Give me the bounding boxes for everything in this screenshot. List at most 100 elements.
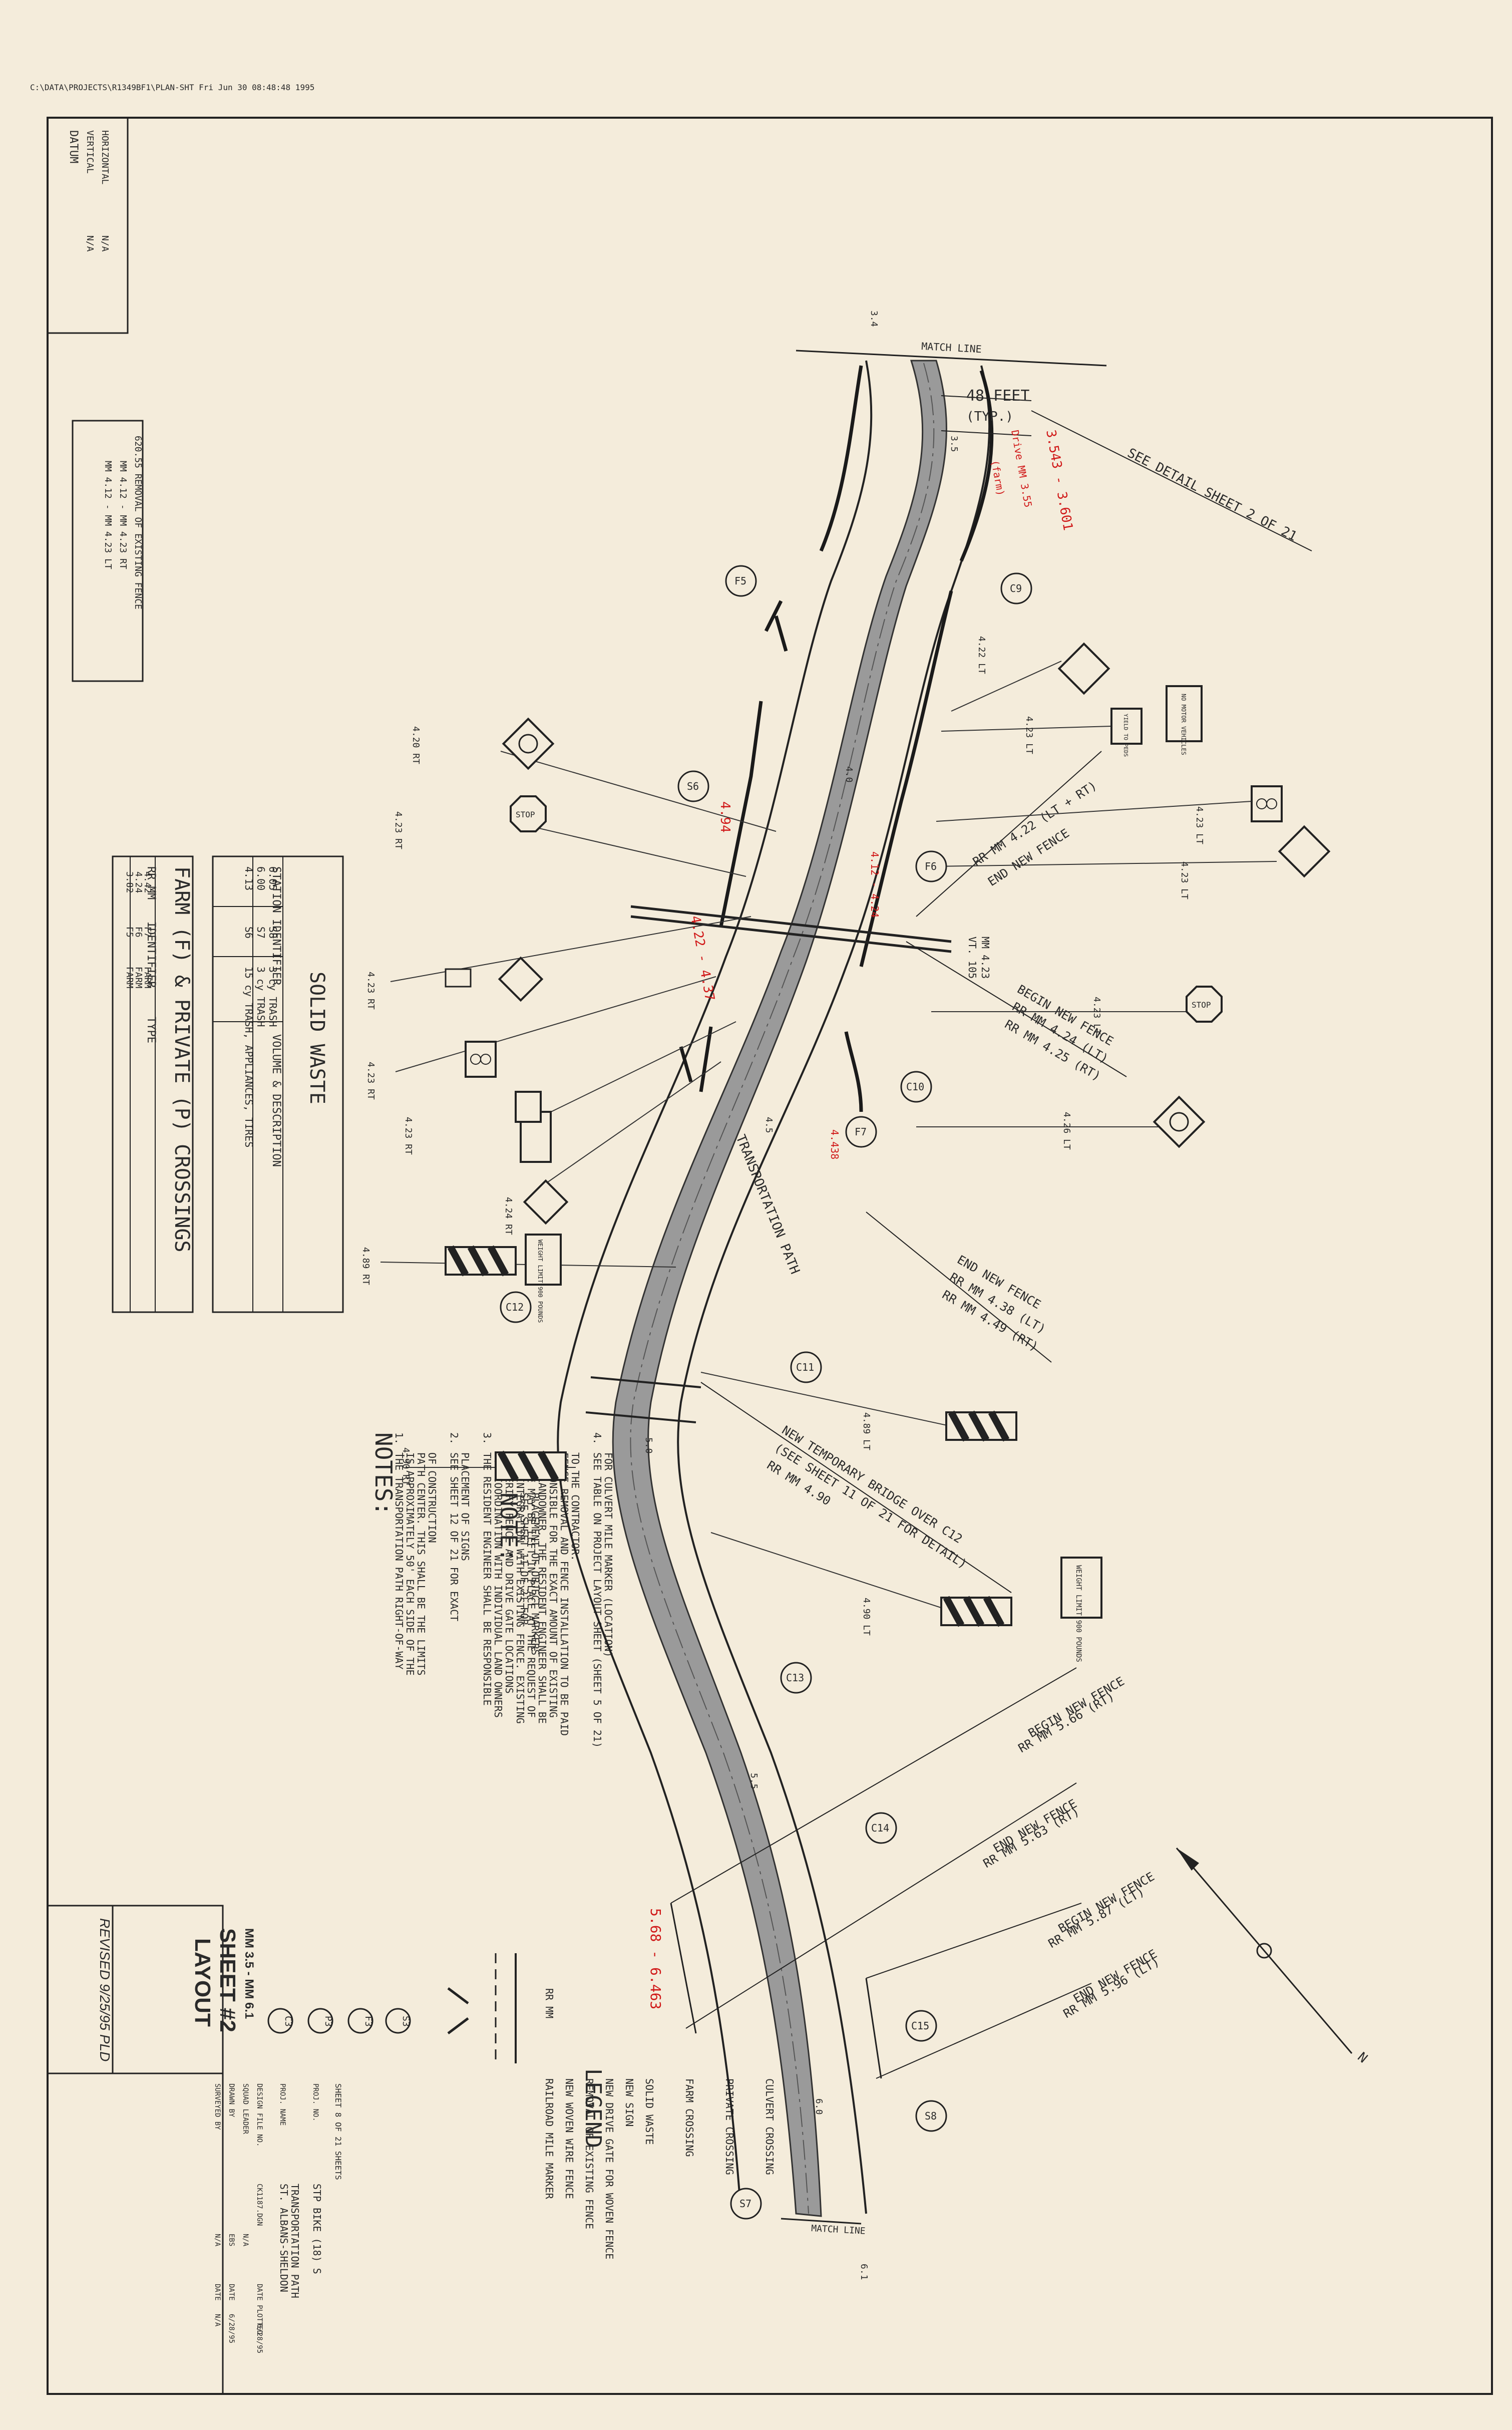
svg-text:3 cy TRASH: 3 cy TRASH: [267, 967, 279, 1027]
datum-box: DATUM VERTICAL N/A HORIZONTAL N/A: [47, 117, 129, 334]
svg-text:IDENTIFIER: IDENTIFIER: [145, 922, 157, 988]
diamond-sign: [1057, 642, 1110, 695]
svg-text:4.: 4.: [591, 1432, 603, 1444]
svg-text:3.5: 3.5: [949, 436, 959, 452]
svg-text:RAILROAD MILE MARKER: RAILROAD MILE MARKER: [543, 2078, 555, 2200]
svg-text:THE RESIDENT ENGINEER SHALL BE: THE RESIDENT ENGINEER SHALL BE RESPONSIB…: [481, 1452, 493, 1706]
diamond-sign: [502, 717, 555, 770]
svg-text:CULVERT CROSSING: CULVERT CROSSING: [764, 2078, 776, 2175]
signs: STOP STOP NO MOTOR VEHICLES YIELD TO PED…: [445, 642, 1331, 1662]
svg-text:WEIGHT LIMIT 900 POUNDS: WEIGHT LIMIT 900 POUNDS: [537, 1240, 544, 1323]
svg-text:STOP: STOP: [1192, 1000, 1211, 1010]
svg-text:3.4: 3.4: [869, 311, 879, 327]
fence-removal-box: 620.55 REMOVAL OF EXISTING FENCE MM 4.12…: [72, 420, 144, 682]
north-arrow: N: [1176, 1848, 1370, 2066]
svg-text:RESPONSIBLE FOR THE EXACT AMOU: RESPONSIBLE FOR THE EXACT AMOUNT OF EXIS…: [547, 1452, 559, 1718]
svg-text:WEIGHT LIMIT 900 POUNDS: WEIGHT LIMIT 900 POUNDS: [1074, 1565, 1082, 1662]
svg-text:F7: F7: [855, 1126, 867, 1138]
svg-text:N/A: N/A: [241, 2234, 249, 2247]
svg-text:F7: F7: [142, 927, 153, 938]
small-rect-sign: [445, 968, 472, 988]
svg-text:FOR COORDINATION WITH INDIVIDU: FOR COORDINATION WITH INDIVIDUAL LAND OW…: [492, 1452, 504, 1718]
svg-text:F5: F5: [734, 575, 746, 587]
svg-text:SEE SHEET 12 OF 21 FOR EXACT: SEE SHEET 12 OF 21 FOR EXACT: [448, 1452, 460, 1621]
match-line-bottom: [781, 2218, 862, 2225]
marker-s7: S7: [730, 2188, 762, 2220]
diamond-sign: [498, 956, 544, 1002]
svg-text:DATE: DATE: [213, 2284, 221, 2301]
svg-text:N/A: N/A: [100, 235, 110, 252]
svg-text:EBS: EBS: [227, 2234, 235, 2246]
svg-text:NEW DRIVE GATE FOR WOVEN FENCE: NEW DRIVE GATE FOR WOVEN FENCE: [603, 2078, 615, 2259]
svg-text:3.82: 3.82: [124, 871, 135, 893]
svg-text:IDENTIFIER: IDENTIFIER: [270, 919, 282, 986]
svg-text:MM 4.12 - MM 4.23 LT: MM 4.12 - MM 4.23 LT: [103, 461, 113, 569]
notes-title: NOTES:: [370, 1432, 397, 1515]
svg-text:S6: S6: [687, 780, 699, 792]
svg-text:YIELD TO PEDS: YIELD TO PEDS: [1122, 714, 1129, 757]
svg-text:DESIGN FILE NO.: DESIGN FILE NO.: [255, 2083, 263, 2147]
marker-s6: S6: [677, 770, 709, 802]
yield-sign: YIELD TO PEDS: [1110, 708, 1143, 757]
marker-f6: F6: [915, 850, 947, 882]
svg-text:4.42: 4.42: [142, 871, 153, 893]
svg-text:PROJ. NO.: PROJ. NO.: [311, 2083, 319, 2121]
svg-text:C12: C12: [506, 1301, 524, 1313]
stop-sign: STOP: [510, 795, 547, 832]
svg-text:Drive MM 3.55: Drive MM 3.55: [1009, 429, 1034, 508]
diamond-sign: [523, 1179, 569, 1225]
svg-text:4.90 LT: 4.90 LT: [861, 1598, 872, 1636]
svg-text:4.90 RT: 4.90 RT: [401, 1447, 411, 1485]
svg-text:F6: F6: [133, 927, 144, 938]
svg-text:F5: F5: [124, 927, 135, 938]
svg-text:RR MM: RR MM: [543, 1988, 555, 2018]
vt105-road: [630, 905, 952, 943]
svg-text:TO THE CONTRACTOR.: TO THE CONTRACTOR.: [569, 1452, 581, 1561]
yield-sign: [515, 1091, 542, 1123]
svg-text:SOLID WASTE: SOLID WASTE: [643, 2078, 655, 2145]
diamond-sign: [1153, 1095, 1206, 1148]
legend-symbols: S3 F3 P3 C3: [267, 1953, 517, 2063]
weight-limit-sign: WEIGHT LIMIT 900 POUNDS: [525, 1234, 562, 1323]
svg-text:SQUAD LEADER: SQUAD LEADER: [241, 2083, 249, 2135]
svg-text:MATCH LINE: MATCH LINE: [921, 340, 982, 355]
svg-text:THE TRANSPORTATION PATH RIGHT-: THE TRANSPORTATION PATH RIGHT-OF-WAY: [393, 1452, 405, 1669]
transportation-path: [612, 360, 947, 2217]
svg-text:PROJ. NAME: PROJ. NAME: [278, 2083, 286, 2125]
no-motor-sign: NO MOTOR VEHICLES: [1166, 685, 1203, 755]
svg-text:VT. 105: VT. 105: [966, 937, 978, 979]
svg-text:HORIZONTAL: HORIZONTAL: [100, 130, 110, 185]
svg-text:48 FEET: 48 FEET: [966, 387, 1029, 405]
markers: F5 C9 S6 F6 C10 F7 C12 C11 C13 C14 C15 S…: [500, 565, 1032, 2220]
svg-text:4.438: 4.438: [829, 1129, 841, 1159]
svg-text:3.543 - 3.601: 3.543 - 3.601: [1043, 429, 1075, 532]
svg-text:SEE TABLE ON PROJECT LAYOUT SH: SEE TABLE ON PROJECT LAYOUT SHEET (SHEET…: [591, 1452, 603, 1748]
bike-route-sign: [1251, 785, 1283, 822]
svg-text:5.0: 5.0: [643, 1437, 654, 1454]
svg-text:1.: 1.: [393, 1432, 405, 1444]
svg-text:4.23 RT: 4.23 RT: [393, 811, 404, 849]
marker-c15: C15: [905, 2010, 937, 2042]
svg-text:3 cy TRASH: 3 cy TRASH: [255, 967, 267, 1027]
fence-right: [859, 370, 994, 967]
svg-text:RR MM 5.96 (LT): RR MM 5.96 (LT): [1061, 1955, 1162, 2021]
stop-sign: STOP: [1186, 986, 1223, 1023]
marker-c10: C10: [900, 1071, 932, 1103]
svg-text:6/28/95: 6/28/95: [255, 2324, 263, 2353]
svg-text:C13: C13: [786, 1672, 804, 1684]
svg-text:RR MM 5.66 (RT): RR MM 5.66 (RT): [1016, 1689, 1117, 1756]
svg-text:620.55 REMOVAL OF EXISTING FEN: 620.55 REMOVAL OF EXISTING FENCE: [133, 436, 143, 610]
svg-text:C14: C14: [871, 1822, 889, 1834]
svg-text:S8: S8: [925, 2110, 937, 2122]
svg-text:ST. ALBANS-SHELDON: ST. ALBANS-SHELDON: [278, 2184, 290, 2292]
legend-title: LEGEND: [580, 2068, 606, 2148]
svg-text:5.68 - 6.463: 5.68 - 6.463: [647, 1908, 664, 2009]
svg-text:15 cy TRASH, APPLIANCES, TIRES: 15 cy TRASH, APPLIANCES, TIRES: [243, 967, 255, 1147]
marker-c9: C9: [1000, 572, 1032, 604]
svg-text:S3: S3: [401, 2016, 411, 2027]
svg-text:FARM CROSSING: FARM CROSSING: [683, 2078, 695, 2157]
svg-text:NEW SIGN: NEW SIGN: [623, 2078, 635, 2127]
see-detail-label: SEE DETAIL SHEET 2 OF 21: [1125, 446, 1299, 544]
svg-text:4.5: 4.5: [764, 1117, 774, 1133]
